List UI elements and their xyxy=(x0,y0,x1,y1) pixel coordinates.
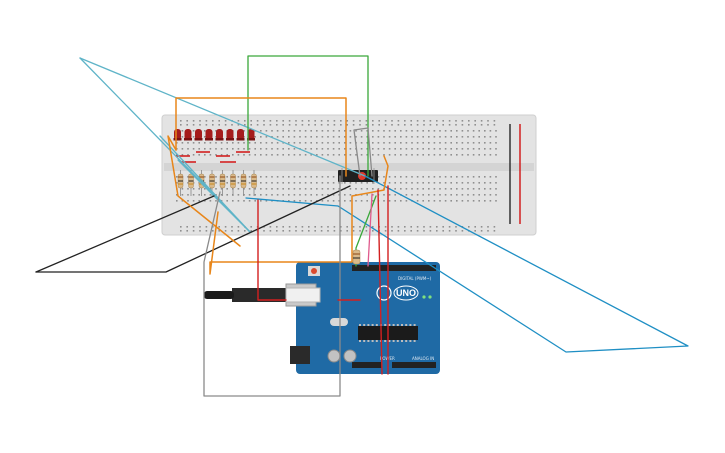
resistor-7[interactable] xyxy=(240,170,247,196)
digital-pin-header[interactable] xyxy=(352,265,436,271)
power-pin-header[interactable] xyxy=(352,362,382,368)
breadboard-holes xyxy=(176,120,497,232)
wire-gray-short[interactable] xyxy=(353,127,373,177)
usb-cable-connector xyxy=(285,287,321,303)
analog-label: ANALOG IN xyxy=(412,356,434,361)
wire-green-top[interactable] xyxy=(247,55,369,177)
reset-button[interactable] xyxy=(311,268,317,274)
wire-pink[interactable] xyxy=(367,193,373,267)
usb-cable-body xyxy=(204,291,234,299)
resistor-8[interactable] xyxy=(251,170,257,196)
wire-blue-long[interactable] xyxy=(337,175,689,353)
arduino-pcb xyxy=(296,262,440,374)
led-7[interactable] xyxy=(236,129,245,141)
wire-red-1[interactable] xyxy=(377,189,383,375)
resistor-5[interactable] xyxy=(219,170,226,196)
wire-black-2[interactable] xyxy=(35,195,215,273)
led-1[interactable] xyxy=(173,129,182,141)
atmega-chip-pins xyxy=(359,324,416,342)
crystal xyxy=(330,318,348,326)
uno-logo-badge xyxy=(393,285,419,301)
led-3[interactable] xyxy=(194,129,203,141)
led-2[interactable] xyxy=(184,129,192,141)
resistor-1[interactable] xyxy=(177,170,184,196)
led-5[interactable] xyxy=(215,129,224,141)
resistor-2[interactable] xyxy=(188,170,194,196)
wire-orange-left[interactable] xyxy=(167,135,241,247)
board-model-label: UNO xyxy=(396,288,416,298)
arduino-uno[interactable]: UNO POWER ANALOG IN DIGITAL (PWM~) xyxy=(285,262,440,374)
resistor-6[interactable] xyxy=(230,170,236,196)
power-led-icon xyxy=(422,295,426,299)
capacitor-1 xyxy=(327,349,341,363)
led-4[interactable] xyxy=(205,129,213,141)
tx-led-icon xyxy=(428,295,432,299)
digital-label: DIGITAL (PWM~) xyxy=(398,276,432,281)
wire-red-usb[interactable] xyxy=(257,199,287,301)
wire-orange-loop[interactable] xyxy=(209,155,389,275)
led-array[interactable] xyxy=(173,129,256,141)
usb-cable[interactable] xyxy=(204,287,321,303)
pullup-resistor[interactable] xyxy=(352,249,361,265)
wires[interactable] xyxy=(35,55,689,397)
wire-orange-top[interactable] xyxy=(175,97,347,177)
wire-gray-loop[interactable] xyxy=(203,175,341,397)
analog-pin-header[interactable] xyxy=(392,362,436,368)
led-6[interactable] xyxy=(226,129,234,141)
led-8[interactable] xyxy=(247,129,255,141)
resistor-array[interactable] xyxy=(177,170,257,196)
power-jack[interactable] xyxy=(290,346,310,364)
usb-cable-plug xyxy=(232,288,288,302)
capacitor-2 xyxy=(343,349,357,363)
arduino-infinity-logo-icon xyxy=(376,285,392,301)
breadboard-center-channel xyxy=(164,163,534,171)
wire-blue-short[interactable] xyxy=(245,197,339,207)
wire-cyan-2[interactable] xyxy=(79,57,366,177)
wire-black-1[interactable] xyxy=(35,185,351,273)
